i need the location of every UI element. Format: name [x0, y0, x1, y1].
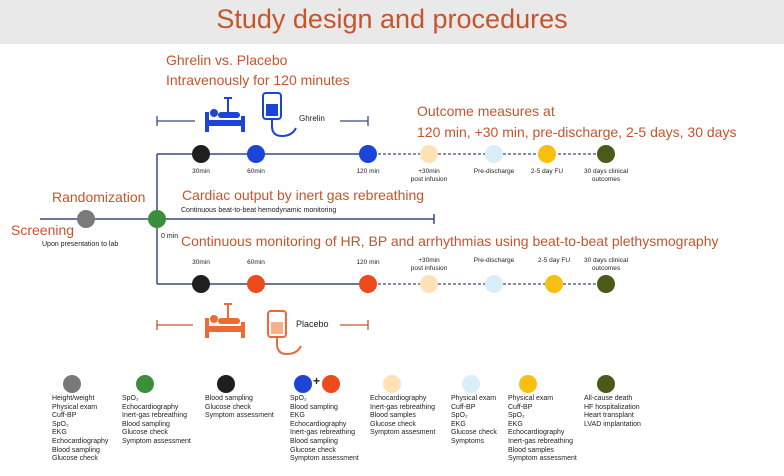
hemodynamic-monitoring-label: Continuous beat-to-beat hemodynamic moni… — [181, 207, 337, 214]
legend-screening-dot — [63, 375, 81, 393]
randomization-label: Randomization — [52, 189, 146, 205]
screening-label: Screening — [11, 222, 75, 238]
intervention-line1: Ghrelin vs. Placebo — [166, 52, 288, 68]
outcomes-line1: Outcome measures at — [417, 103, 555, 119]
placebo-tp-followup: 2-5 day FU — [537, 257, 571, 264]
ghrelin-tp-outcomes: 30 days clinical outcomes — [583, 168, 629, 183]
legend-screening-text: Height/weight Physical exam Cuff-BP SpO₂… — [52, 395, 109, 463]
hospital-bed-icon-placebo — [205, 303, 245, 338]
placebo-drug-label: Placebo — [296, 319, 329, 329]
outcomes-heading: Outcome measures at 120 min, +30 min, pr… — [417, 101, 736, 143]
placebo-node-followup — [545, 275, 563, 293]
ghrelin-tp-120min: 120 min — [356, 168, 380, 175]
legend-placebo-dot — [322, 375, 340, 393]
iv-bag-icon-placebo — [267, 310, 302, 356]
legend-ghrelin-dot — [294, 375, 312, 393]
legend-plus-sign: + — [313, 374, 321, 388]
placebo-tp-60min: 60min — [247, 259, 265, 266]
randomization-node — [148, 210, 166, 228]
ghrelin-node-outcomes — [597, 145, 615, 163]
slide-title: Study design and procedures — [216, 4, 568, 34]
placebo-tp-post-infusion: +30min post infusion — [410, 257, 448, 272]
ghrelin-tp-pre-discharge: Pre-discharge — [473, 168, 515, 175]
zero-min-label: 0 min — [161, 233, 179, 240]
ghrelin-tp-post-infusion: +30min post infusion — [410, 168, 448, 183]
legend-followup-text: Physical exam Cuff-BP SpO₂ EKG Echocardi… — [508, 395, 577, 463]
ghrelin-tp-followup: 2-5 day FU — [530, 168, 564, 175]
legend-post-infusion-text: Echocardiography Inert-gas rebreathing B… — [370, 395, 436, 437]
legend-sampling-text: Blood sampling Glucose check Symptom ass… — [205, 395, 274, 420]
screening-sub-label: Upon presentation to lab — [42, 241, 119, 248]
placebo-node-60min — [247, 275, 265, 293]
legend-ghrelin-placebo-text: SpO₂ Blood sampling EKG Echocardiography… — [290, 395, 359, 463]
title-bar — [0, 0, 784, 44]
continuous-monitoring-label: Continuous monitoring of HR, BP and arrh… — [181, 233, 719, 249]
legend-post-infusion-dot — [383, 375, 401, 393]
ghrelin-tp-30min: 30min — [192, 168, 210, 175]
ghrelin-node-pre-discharge — [485, 145, 503, 163]
hospital-bed-icon — [205, 97, 245, 132]
placebo-tp-pre-discharge: Pre-discharge — [473, 257, 515, 264]
screening-node — [77, 210, 95, 228]
ghrelin-tp-60min: 60min — [247, 168, 265, 175]
placebo-tp-30min: 30min — [192, 259, 210, 266]
placebo-node-30min — [192, 275, 210, 293]
legend-pre-discharge-text: Physical exam Cuff-BP SpO₂ EKG Glucose c… — [451, 395, 497, 445]
legend-pre-discharge-dot — [462, 375, 480, 393]
placebo-node-120min — [359, 275, 377, 293]
intervention-line2: Intravenously for 120 minutes — [166, 72, 350, 88]
placebo-tp-120min: 120 min — [356, 259, 380, 266]
placebo-node-post-infusion — [420, 275, 438, 293]
placebo-node-pre-discharge — [485, 275, 503, 293]
ghrelin-node-post-infusion — [420, 145, 438, 163]
legend-outcomes-dot — [597, 375, 615, 393]
ghrelin-drug-label: Ghrelin — [299, 114, 325, 123]
outcomes-line2: 120 min, +30 min, pre-discharge, 2-5 day… — [417, 124, 737, 140]
intervention-heading: Ghrelin vs. Placebo Intravenously for 12… — [166, 50, 350, 90]
placebo-node-outcomes — [597, 275, 615, 293]
legend-outcomes-text: All-cause death HF hospitalization Heart… — [584, 395, 641, 428]
ghrelin-node-60min — [247, 145, 265, 163]
legend-randomization-text: SpO₂ Echocardiography Inert-gas rebreath… — [122, 395, 191, 445]
iv-bag-icon — [262, 92, 297, 138]
legend-sampling-dot — [217, 375, 235, 393]
cardiac-output-label: Cardiac output by inert gas rebreathing — [182, 187, 425, 203]
placebo-tp-outcomes: 30 days clinical outcomes — [583, 257, 629, 272]
legend-randomization-dot — [136, 375, 154, 393]
ghrelin-node-30min — [192, 145, 210, 163]
ghrelin-node-120min — [359, 145, 377, 163]
ghrelin-node-followup — [538, 145, 556, 163]
legend-followup-dot — [519, 375, 537, 393]
